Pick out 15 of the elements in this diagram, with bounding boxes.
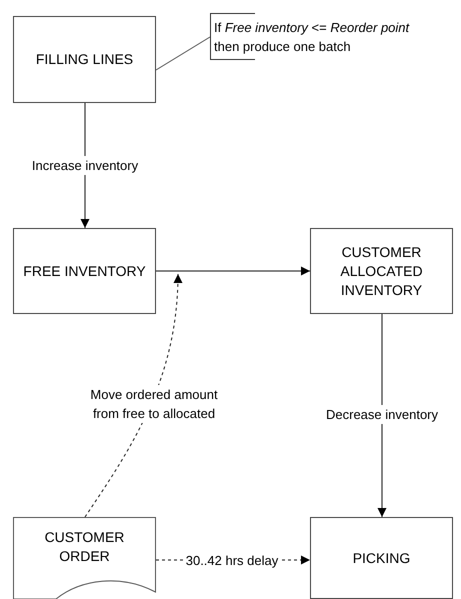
node-label: FILLING LINES [36,50,134,69]
leader-line [156,36,210,70]
note-text: If Free inventory <= Reorder point then produce one batch [214,18,410,56]
node-label: FREE INVENTORY [23,262,146,280]
process-box [13,228,156,314]
process-box [13,16,156,103]
node-label: CUSTOMER ALLOCATED INVENTORY [339,242,424,300]
arrow [156,266,310,276]
arrow [378,314,386,518]
node-label: CUSTOMER ORDER [44,528,126,566]
node-label: PICKING [352,548,410,568]
process-box [310,228,453,314]
edge-label: Decrease inventory [324,404,440,424]
process-box [310,517,453,599]
document-shape [13,517,156,599]
